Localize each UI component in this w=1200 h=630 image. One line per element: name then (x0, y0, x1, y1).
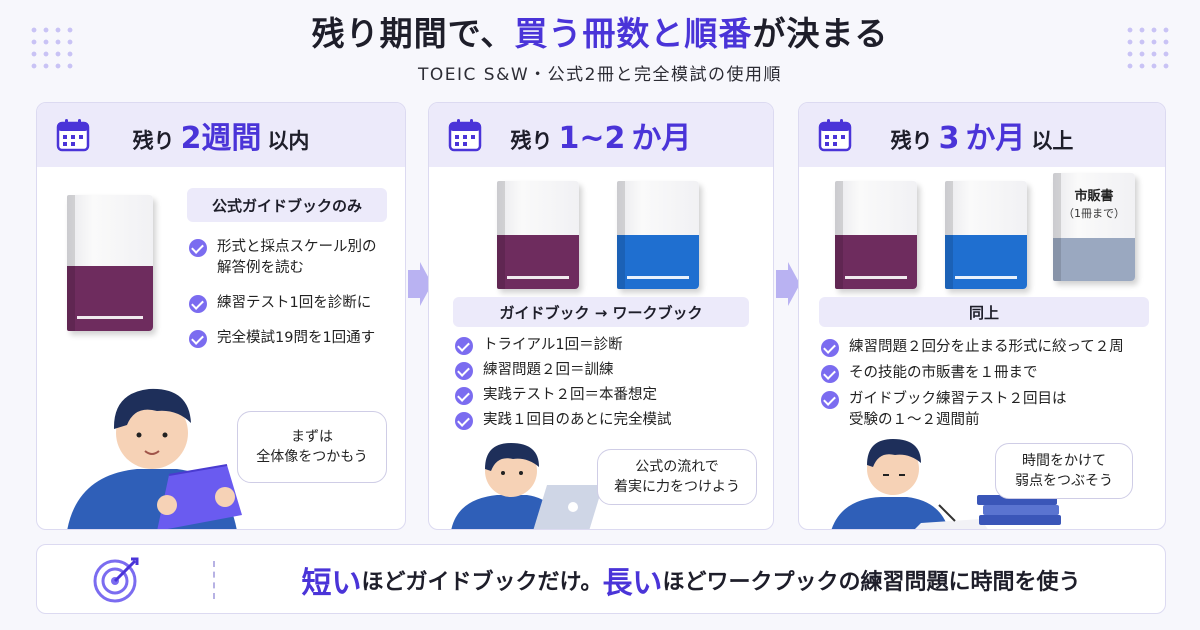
guidebook-illustration (497, 181, 579, 289)
book-sublabel: （1冊まで） (1063, 207, 1125, 220)
list-item: 実践１回目のあとに完全模試 (455, 410, 755, 431)
check-icon (455, 362, 473, 380)
emphasis-short: 短い (301, 566, 362, 601)
summary-message: 短いほどガイドブックだけ。長いほどワークプックの練習問題に時間を使う (237, 545, 1145, 615)
checklist: 練習問題２回分を止まる形式に絞って２周 その技能の市販書を１冊まで ガイドブック… (821, 337, 1157, 431)
check-icon (189, 295, 207, 313)
list-item: 練習問題２回分を止まる形式に絞って２周 (821, 337, 1157, 358)
arrow-right-icon (408, 262, 432, 306)
head-duration: 1~2 (558, 121, 626, 156)
panel-three-months: 残り 3 か月 以上 市販書 （1冊まで） 同上 練習問題２回分を止まる形式に絞… (798, 102, 1166, 530)
summary-banner: 短いほどガイドブックだけ。長いほどワークプックの練習問題に時間を使う (36, 544, 1166, 614)
panel-header: 残り 1~2 か月 (429, 103, 773, 167)
decor-dots-right (1124, 24, 1172, 72)
check-icon (821, 391, 839, 409)
head-tail: 以上 (1031, 129, 1074, 153)
list-item: 練習テスト1回を診断に (189, 293, 399, 314)
decor-dots-left (28, 24, 76, 72)
check-icon (455, 337, 473, 355)
checklist: 形式と採点スケール別の 解答例を読む 練習テスト1回を診断に 完全模試19問を1… (189, 237, 399, 349)
title-highlight: 買う冊数と順番 (514, 14, 753, 53)
head-suffix: か月 (965, 121, 1026, 156)
book-label: 市販書 (1074, 189, 1114, 204)
workbook-illustration (617, 181, 699, 289)
head-prefix: 残り (890, 129, 933, 153)
list-item: 実践テスト２回＝本番想定 (455, 385, 755, 406)
workbook-illustration (945, 181, 1027, 289)
list-item: 完全模試19問を1回通す (189, 328, 399, 349)
header: 残り期間で、買う冊数と順番が決まる TOEIC S&W・公式2冊と完全模試の使用… (0, 12, 1200, 85)
head-prefix: 残り (510, 129, 553, 153)
student-studying-illustration (831, 439, 988, 529)
check-icon (821, 365, 839, 383)
speech-bubble: まずは 全体像をつかもう (237, 411, 387, 483)
guidebook-illustration (835, 181, 917, 289)
book-stack-illustration (977, 495, 1061, 525)
list-item: ガイドブック練習テスト２回目は 受験の１～２週間前 (821, 389, 1157, 431)
check-icon (189, 330, 207, 348)
emphasis-long: 長い (602, 566, 663, 601)
list-item: 練習問題２回＝訓練 (455, 360, 755, 381)
head-suffix: 以内 (267, 129, 310, 153)
head-duration: 3 (938, 121, 960, 156)
head-prefix: 残り (132, 129, 175, 153)
panel-pill: ガイドブック → ワークブック (453, 297, 749, 327)
head-duration: 2週間 (180, 121, 262, 156)
list-item: その技能の市販書を１冊まで (821, 363, 1157, 384)
divider (213, 561, 215, 599)
arrow-right-icon (776, 262, 800, 306)
speech-bubble: 時間をかけて 弱点をつぶそう (995, 443, 1133, 499)
panel-header: 残り 2週間 以内 (37, 103, 405, 167)
calendar-icon (56, 119, 90, 152)
guidebook-illustration (67, 195, 153, 331)
check-icon (455, 387, 473, 405)
calendar-icon (818, 119, 852, 152)
target-icon (93, 557, 139, 603)
student-laptop-illustration (451, 443, 603, 529)
panel-one-to-two-months: 残り 1~2 か月 ガイドブック → ワークブック トライアル1回＝診断 練習問… (428, 102, 774, 530)
page-title: 残り期間で、買う冊数と順番が決まる (311, 14, 889, 53)
panel-two-weeks: 残り 2週間 以内 公式ガイドブックのみ 形式と採点スケール別の 解答例を読む … (36, 102, 406, 530)
checklist: トライアル1回＝診断 練習問題２回＝訓練 実践テスト２回＝本番想定 実践１回目の… (455, 335, 755, 431)
check-icon (455, 412, 473, 430)
panel-pill: 公式ガイドブックのみ (187, 188, 387, 222)
speech-bubble: 公式の流れで 着実に力をつけよう (597, 449, 757, 505)
head-suffix: か月 (631, 121, 692, 156)
student-reading-illustration (67, 388, 242, 529)
check-icon (189, 239, 207, 257)
panel-header: 残り 3 か月 以上 (799, 103, 1165, 167)
panel-pill: 同上 (819, 297, 1149, 327)
calendar-icon (448, 119, 482, 152)
list-item: 形式と採点スケール別の 解答例を読む (189, 237, 399, 279)
list-item: トライアル1回＝診断 (455, 335, 755, 356)
page-subtitle: TOEIC S&W・公式2冊と完全模試の使用順 (418, 65, 782, 85)
thirdparty-book-illustration: 市販書 （1冊まで） (1053, 173, 1135, 281)
check-icon (821, 339, 839, 357)
